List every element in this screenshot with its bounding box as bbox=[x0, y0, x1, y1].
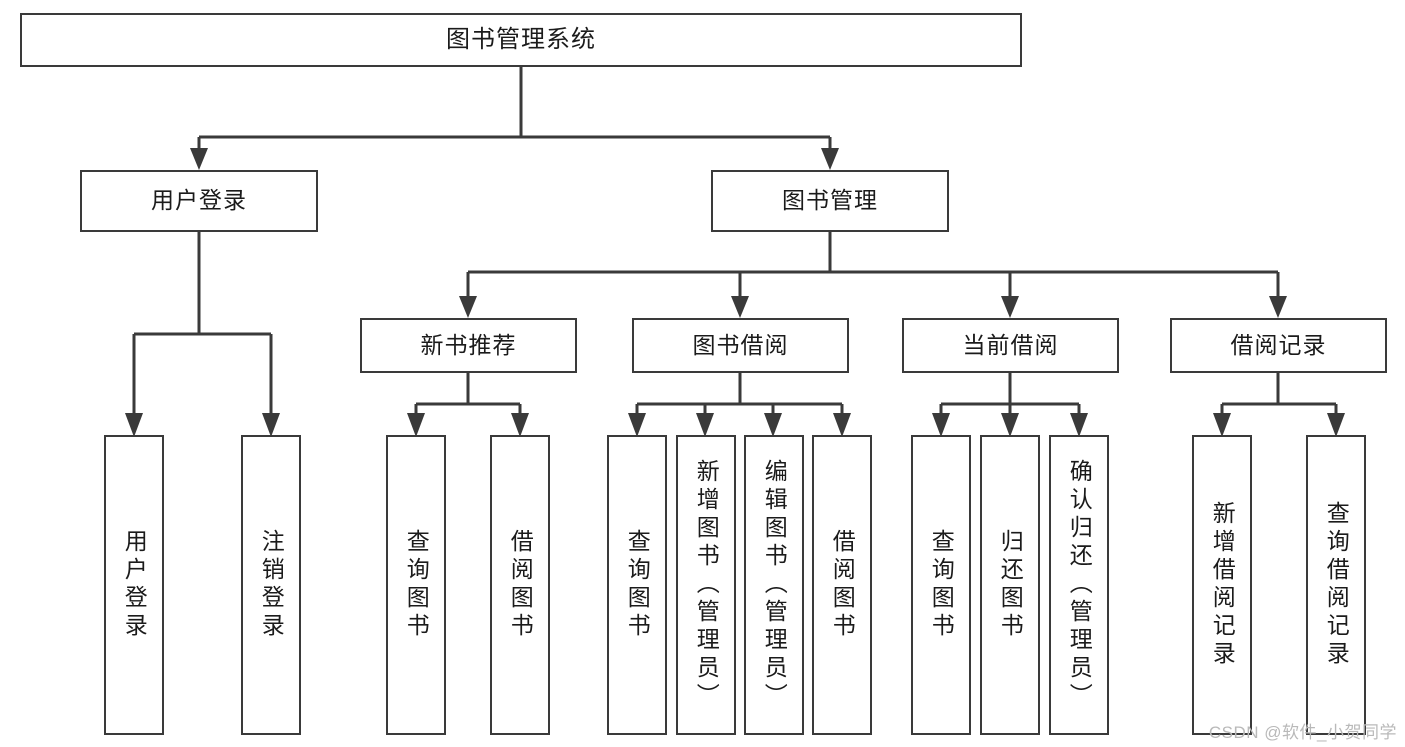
node-leaf-borrow-query-book[interactable]: 查询图书 bbox=[607, 435, 667, 735]
node-new-book-recommend[interactable]: 新书推荐 bbox=[360, 318, 577, 373]
node-leaf-current-confirm-return[interactable]: 确认归还（管理员） bbox=[1049, 435, 1109, 735]
node-leaf-rec-borrow-book[interactable]: 借阅图书 bbox=[490, 435, 550, 735]
node-leaf-user-login[interactable]: 用户登录 bbox=[104, 435, 164, 735]
node-root[interactable]: 图书管理系统 bbox=[20, 13, 1022, 67]
watermark: CSDN @软件_小贺同学 bbox=[1208, 723, 1397, 742]
node-book-borrow-label: 图书借阅 bbox=[692, 331, 789, 358]
node-user-login-label: 用户登录 bbox=[151, 187, 247, 214]
node-root-label: 图书管理系统 bbox=[446, 25, 596, 53]
node-leaf-record-add[interactable]: 新增借阅记录 bbox=[1192, 435, 1252, 735]
node-current-borrow[interactable]: 当前借阅 bbox=[902, 318, 1119, 373]
node-leaf-borrow-add-book-label: 新增图书（管理员） bbox=[693, 459, 720, 711]
node-leaf-current-confirm-return-label: 确认归还（管理员） bbox=[1066, 459, 1093, 711]
node-borrow-record[interactable]: 借阅记录 bbox=[1170, 318, 1387, 373]
node-book-management-label: 图书管理 bbox=[782, 187, 878, 214]
node-book-management[interactable]: 图书管理 bbox=[711, 170, 949, 232]
node-leaf-current-query-book-label: 查询图书 bbox=[928, 529, 955, 641]
node-book-borrow[interactable]: 图书借阅 bbox=[632, 318, 849, 373]
node-leaf-borrow-query-book-label: 查询图书 bbox=[624, 529, 651, 641]
node-leaf-borrow-add-book[interactable]: 新增图书（管理员） bbox=[676, 435, 736, 735]
node-leaf-record-query[interactable]: 查询借阅记录 bbox=[1306, 435, 1366, 735]
node-leaf-current-return-book[interactable]: 归还图书 bbox=[980, 435, 1040, 735]
node-leaf-borrow-edit-book-label: 编辑图书（管理员） bbox=[761, 459, 788, 711]
node-leaf-borrow-borrow-book[interactable]: 借阅图书 bbox=[812, 435, 872, 735]
node-leaf-borrow-edit-book[interactable]: 编辑图书（管理员） bbox=[744, 435, 804, 735]
node-leaf-current-query-book[interactable]: 查询图书 bbox=[911, 435, 971, 735]
node-leaf-logout[interactable]: 注销登录 bbox=[241, 435, 301, 735]
node-leaf-record-add-label: 新增借阅记录 bbox=[1209, 501, 1236, 669]
node-leaf-user-login-label: 用户登录 bbox=[121, 529, 148, 641]
node-current-borrow-label: 当前借阅 bbox=[962, 331, 1059, 358]
node-leaf-record-query-label: 查询借阅记录 bbox=[1323, 501, 1350, 669]
node-leaf-borrow-borrow-book-label: 借阅图书 bbox=[829, 529, 856, 641]
node-leaf-current-return-book-label: 归还图书 bbox=[997, 529, 1024, 641]
node-leaf-logout-label: 注销登录 bbox=[258, 529, 285, 641]
node-leaf-rec-borrow-book-label: 借阅图书 bbox=[507, 529, 534, 641]
node-leaf-rec-query-book[interactable]: 查询图书 bbox=[386, 435, 446, 735]
node-new-book-recommend-label: 新书推荐 bbox=[420, 331, 517, 358]
node-borrow-record-label: 借阅记录 bbox=[1230, 331, 1327, 358]
node-user-login[interactable]: 用户登录 bbox=[80, 170, 318, 232]
node-leaf-rec-query-book-label: 查询图书 bbox=[403, 529, 430, 641]
